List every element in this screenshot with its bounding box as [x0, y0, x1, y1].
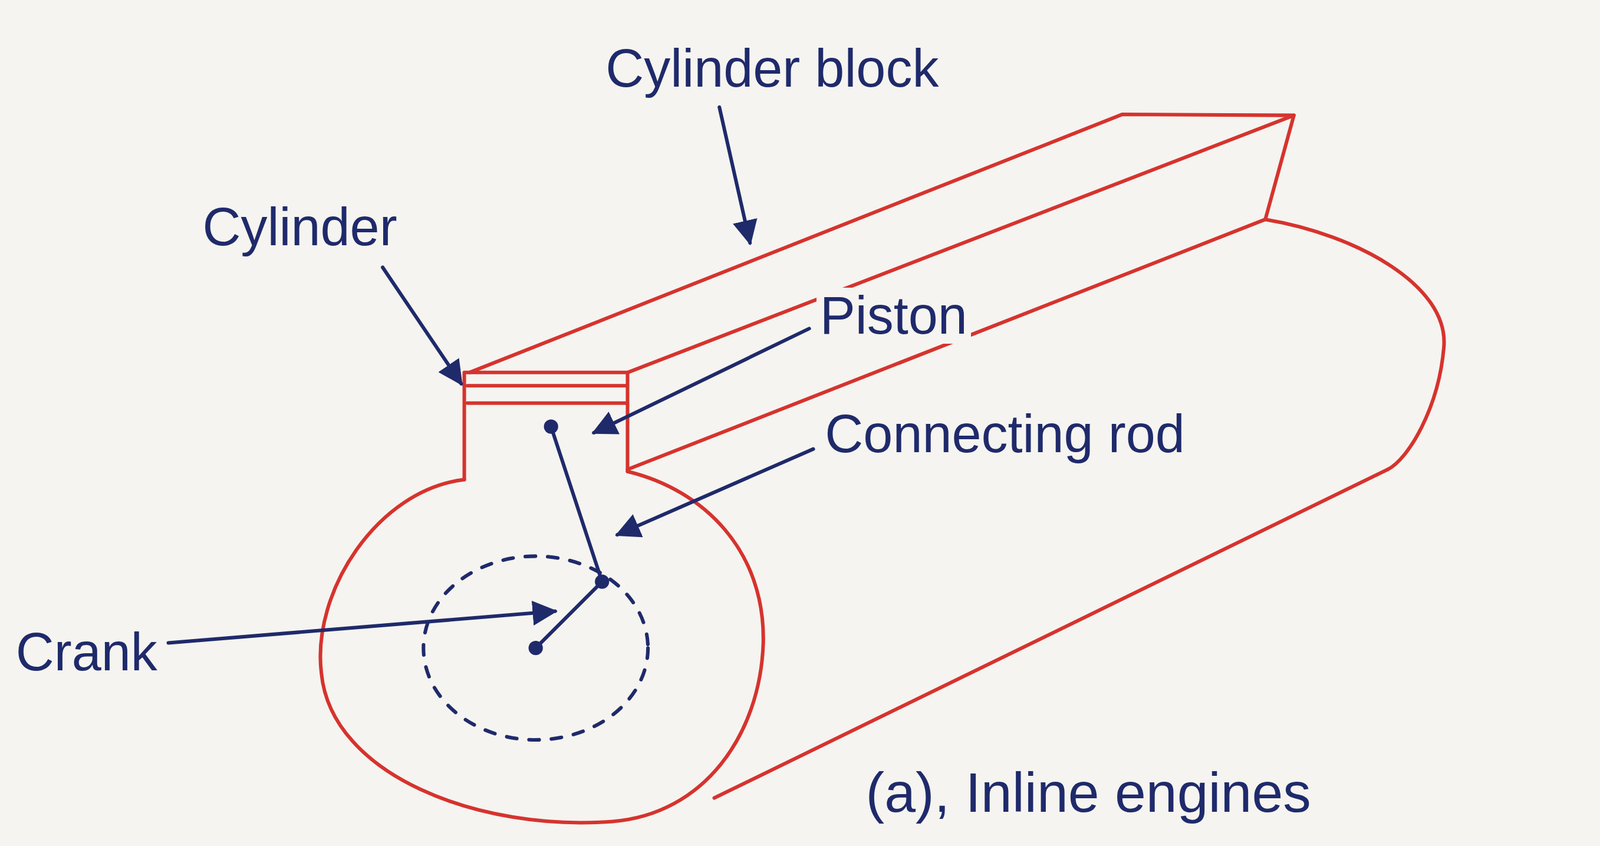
crankcase-far-end: [1265, 219, 1444, 470]
leader-line: [593, 328, 809, 433]
part-label: Crank: [12, 624, 161, 681]
figure-caption: (a), Inline engines: [862, 763, 1315, 823]
block-lower-edge: [627, 219, 1266, 470]
connecting-rod: [551, 426, 603, 582]
cylinder-wall: [464, 372, 628, 480]
crankcase-bottom: [714, 469, 1388, 798]
leader-line: [617, 449, 813, 535]
part-label: Cylinder block: [601, 40, 943, 97]
block-end-edge: [1265, 115, 1294, 220]
block-top-edge: [469, 114, 1295, 373]
part-label: Piston: [816, 287, 971, 344]
part-label: Cylinder: [199, 199, 401, 256]
piston-top: [467, 385, 626, 403]
leader-line: [719, 107, 750, 243]
crankcase-end: [320, 471, 763, 823]
leader-line: [168, 611, 556, 644]
part-label: Connecting rod: [821, 406, 1188, 463]
crank-centre: [528, 640, 543, 655]
piston-pin: [544, 419, 559, 434]
crank-arm: [535, 581, 603, 649]
leader-line: [382, 267, 462, 384]
crank-circle: [423, 555, 648, 740]
crank-pin: [594, 574, 609, 589]
